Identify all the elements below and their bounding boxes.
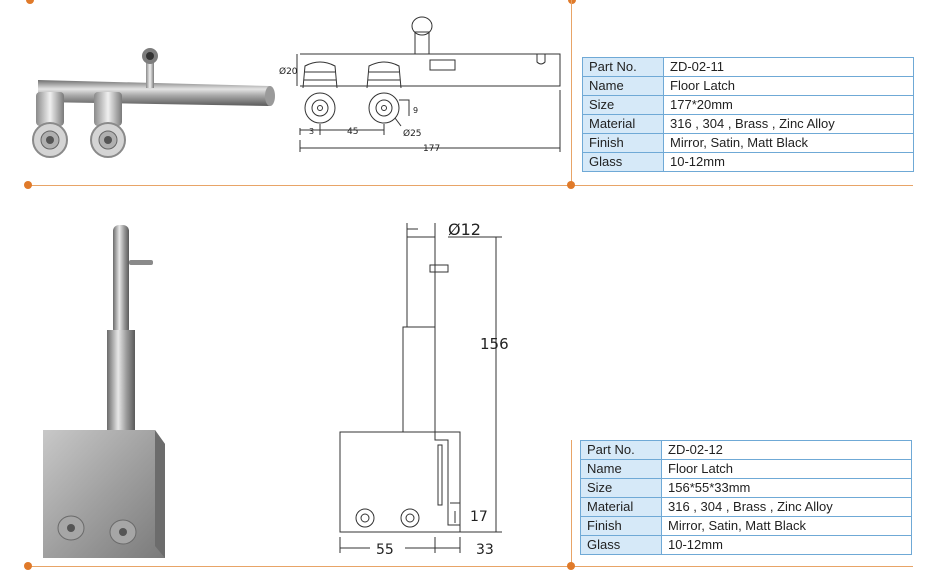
spec-key: Glass bbox=[580, 535, 662, 555]
top-right-dot bbox=[568, 0, 576, 4]
p1-dim-3: 3 bbox=[309, 127, 314, 136]
spec-key: Finish bbox=[582, 133, 664, 153]
product-2-drawing: Ø12 156 17 55 33 bbox=[339, 220, 509, 558]
p1-dim-dia-wheel: Ø25 bbox=[403, 128, 422, 139]
spec-value: 10-12mm bbox=[663, 152, 914, 172]
divider-1-left-dot bbox=[24, 181, 32, 189]
spec-value: 316 , 304 , Brass , Zinc Alloy bbox=[661, 497, 912, 517]
spec-value: ZD-02-12 bbox=[661, 440, 912, 460]
spec-value: ZD-02-11 bbox=[663, 57, 914, 77]
spec-value: Floor Latch bbox=[661, 459, 912, 479]
p2-dim-height: 156 bbox=[480, 335, 509, 353]
spec-key: Part No. bbox=[582, 57, 664, 77]
p1-dim-length: 177 bbox=[423, 144, 440, 154]
spec-key: Size bbox=[580, 478, 662, 498]
spec-value: 177*20mm bbox=[663, 95, 914, 115]
spec-value: 156*55*33mm bbox=[661, 478, 912, 498]
p1-dim-dia-rod: Ø20 bbox=[279, 66, 298, 77]
divider-2-mid-dot bbox=[567, 562, 575, 570]
p1-dim-9: 9 bbox=[413, 106, 418, 115]
section-divider-2 bbox=[28, 566, 913, 567]
product-1-photo bbox=[32, 48, 275, 158]
p2-dim-33: 33 bbox=[476, 542, 494, 558]
top-left-dot bbox=[26, 0, 34, 4]
spec-value: Mirror, Satin, Matt Black bbox=[661, 516, 912, 536]
product-2-photo bbox=[43, 225, 165, 558]
spec-row: Part No.ZD-02-11 bbox=[582, 57, 914, 77]
p2-dim-17: 17 bbox=[470, 509, 488, 525]
p2-dim-dia-rod: Ø12 bbox=[448, 220, 481, 239]
section-divider-1 bbox=[28, 185, 913, 186]
spec-value: Floor Latch bbox=[663, 76, 914, 96]
divider-1-mid-dot bbox=[567, 181, 575, 189]
spec-key: Finish bbox=[580, 516, 662, 536]
bottom-divider-vertical bbox=[571, 440, 572, 568]
p2-dim-55: 55 bbox=[376, 542, 394, 558]
spec-row: Part No.ZD-02-12 bbox=[580, 440, 912, 460]
spec-key: Part No. bbox=[580, 440, 662, 460]
spec-key: Name bbox=[580, 459, 662, 479]
divider-2-left-dot bbox=[24, 562, 32, 570]
product-1-drawing: Ø20 3 45 Ø25 9 177 bbox=[279, 16, 561, 154]
spec-value: 316 , 304 , Brass , Zinc Alloy bbox=[663, 114, 914, 134]
p1-dim-45: 45 bbox=[347, 127, 358, 137]
spec-key: Size bbox=[582, 95, 664, 115]
spec-key: Material bbox=[580, 497, 662, 517]
spec-value: Mirror, Satin, Matt Black bbox=[663, 133, 914, 153]
spec-key: Glass bbox=[582, 152, 664, 172]
top-divider-vertical bbox=[571, 0, 572, 186]
spec-key: Material bbox=[582, 114, 664, 134]
spec-key: Name bbox=[582, 76, 664, 96]
spec-value: 10-12mm bbox=[661, 535, 912, 555]
